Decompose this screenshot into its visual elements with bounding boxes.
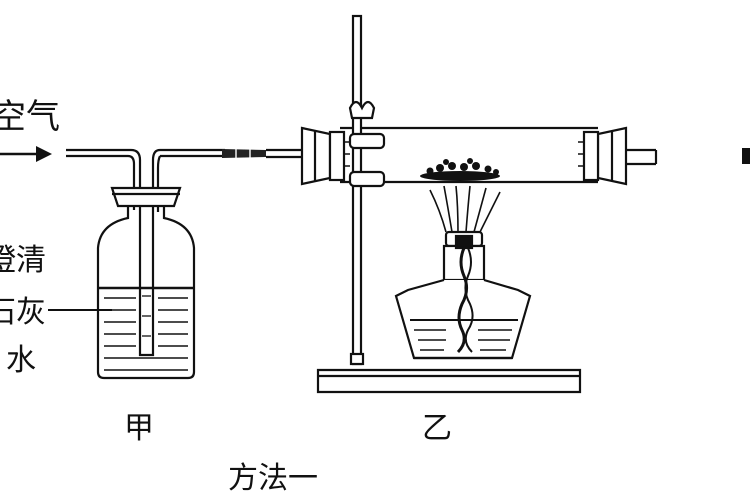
sample-heap [420, 158, 500, 181]
stand-rod [351, 14, 363, 366]
label-air: 空气 [0, 97, 60, 137]
outlet-arrow-partial [742, 148, 750, 164]
iron-stand [316, 14, 582, 394]
bottle-stopper [110, 186, 182, 208]
alcohol-hatching [414, 329, 512, 351]
flame [429, 185, 501, 233]
lamp-wick [456, 247, 474, 354]
rubber-hose [222, 148, 266, 159]
clamp-lower [348, 170, 386, 188]
limewater-hatching [104, 297, 188, 371]
caption-method: 方法一 [228, 461, 318, 496]
bubbles [142, 295, 151, 337]
label-limewater-1: 澄清 [0, 243, 46, 278]
stand-base [316, 368, 582, 394]
label-limewater-3: 水 [6, 343, 36, 378]
clamp-screw [348, 100, 376, 120]
wash-bottle [66, 148, 225, 380]
inlet-tube [66, 148, 161, 357]
label-apparatus-yi: 乙 [422, 411, 452, 446]
clamp-upper [348, 132, 386, 150]
glass-tube [300, 126, 658, 186]
connector-tube [266, 148, 304, 159]
bottle-body [96, 196, 196, 380]
label-limewater-2: 石灰 [0, 295, 46, 330]
air-inlet-arrow [0, 146, 52, 162]
label-bottle-jia: 甲 [124, 411, 154, 446]
